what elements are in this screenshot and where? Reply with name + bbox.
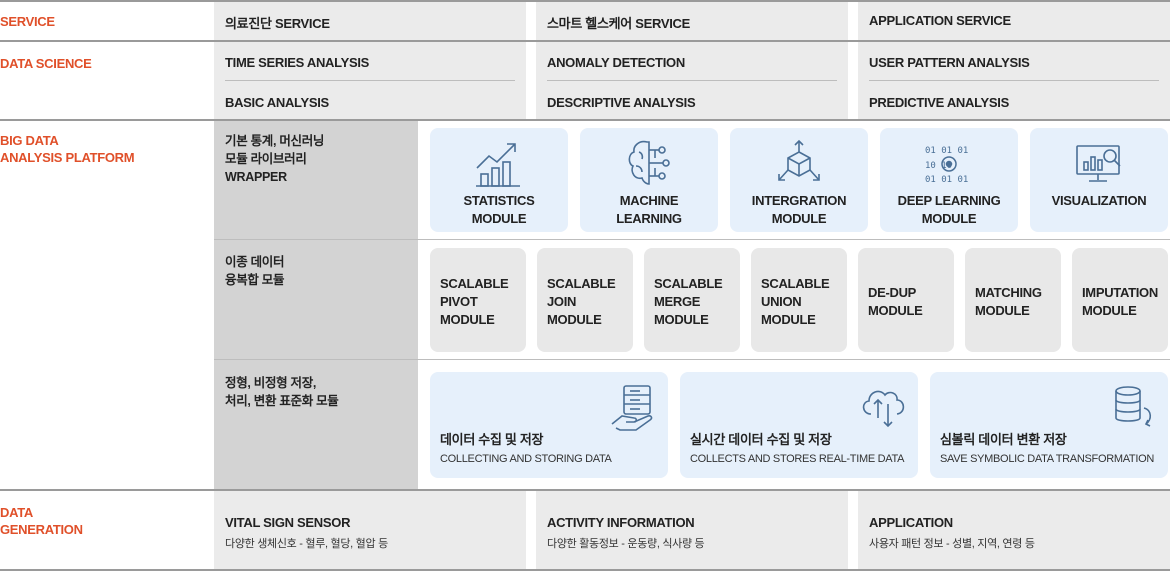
gen-application-sub: 사용자 패턴 정보 - 성별, 지역, 연령 등 xyxy=(869,538,1035,550)
section-label-service: SERVICE xyxy=(0,14,55,29)
cube-arrows-icon xyxy=(775,138,823,188)
bar-chart-trend-icon xyxy=(475,140,521,188)
gen-application-title: APPLICATION xyxy=(869,515,953,530)
svg-text:01 01 01: 01 01 01 xyxy=(925,175,968,184)
service-col-smart-healthcare: 스마트 헬스케어 SERVICE xyxy=(547,16,690,31)
ds-anomaly-detection: ANOMALY DETECTION xyxy=(547,55,685,70)
card-collecting-storing: 데이터 수집 및 저장 COLLECTING AND STORING DATA xyxy=(430,372,668,478)
platform-row1-desc: 기본 통계, 머신러닝 모듈 라이브러리 WRAPPER xyxy=(225,134,325,184)
service-col-medical: 의료진단 SERVICE xyxy=(225,16,330,31)
card-deep-learning-module: 01 01 01 10 10 01 01 01 DEEP LEARNING MO… xyxy=(880,128,1018,232)
card-realtime-collecting: 실시간 데이터 수집 및 저장 COLLECTS AND STORES REAL… xyxy=(680,372,918,478)
gen-vital-sign-title: VITAL SIGN SENSOR xyxy=(225,515,351,530)
ds-user-pattern: USER PATTERN ANALYSIS xyxy=(869,55,1030,70)
card-machine-learning: MACHINE LEARNING xyxy=(580,128,718,232)
card-visualization: VISUALIZATION xyxy=(1030,128,1168,232)
ds-time-series: TIME SERIES ANALYSIS xyxy=(225,55,370,70)
ds-descriptive-analysis: DESCRIPTIVE ANALYSIS xyxy=(547,95,696,110)
binary-eye-icon: 01 01 01 10 10 01 01 01 xyxy=(924,144,974,184)
gen-activity-sub: 다양한 활동정보 - 운동량, 식사량 등 xyxy=(547,538,705,550)
ds-predictive-analysis: PREDICTIVE ANALYSIS xyxy=(869,95,1009,110)
database-sync-icon xyxy=(1110,384,1156,432)
gen-vital-sign-sub: 다양한 생체신호 - 혈루, 혈당, 혈압 등 xyxy=(225,538,388,550)
server-hand-icon xyxy=(610,384,656,432)
platform-row2-desc: 이종 데이터 융복합 모듈 xyxy=(225,255,285,287)
monitor-chart-icon xyxy=(1074,142,1124,186)
card-statistics-module: STATISTICS MODULE xyxy=(430,128,568,232)
brain-circuit-icon xyxy=(625,138,673,188)
section-label-data-generation: DATA GENERATION xyxy=(0,505,83,537)
section-label-data-science: DATA SCIENCE xyxy=(0,56,92,71)
service-col-application: APPLICATION SERVICE xyxy=(869,13,1011,28)
card-intergration-module: INTERGRATION MODULE xyxy=(730,128,868,232)
card-symbolic-transformation: 심볼릭 데이터 변환 저장 SAVE SYMBOLIC DATA TRANSFO… xyxy=(930,372,1168,478)
gen-activity-title: ACTIVITY INFORMATION xyxy=(547,515,695,530)
svg-text:01 01 01: 01 01 01 xyxy=(925,146,968,156)
svg-text:10 10: 10 10 xyxy=(925,161,952,171)
ds-basic-analysis: BASIC ANALYSIS xyxy=(225,95,329,110)
section-label-platform: BIG DATA ANALYSIS PLATFORM xyxy=(0,133,135,165)
cloud-transfer-icon xyxy=(858,382,908,430)
platform-row3-desc: 정형, 비정형 저장, 처리, 변환 표준화 모듈 xyxy=(225,376,339,408)
